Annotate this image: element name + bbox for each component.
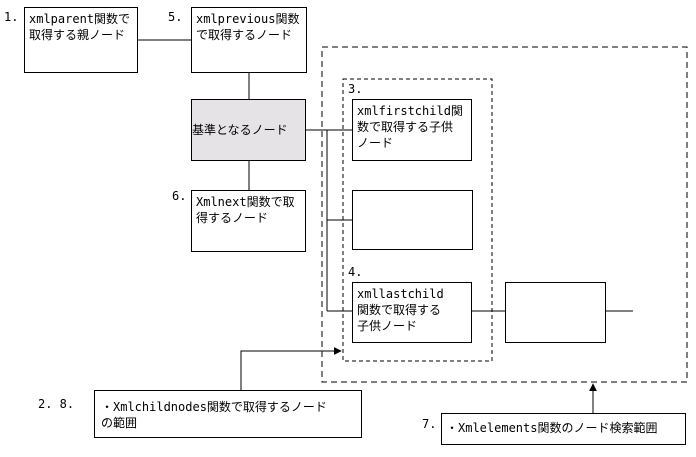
parent-node-box: xmlparent関数で 取得する親ノード: [24, 7, 138, 73]
lastchild-node-box: xmllastchild 関数で取得する 子供ノード: [352, 282, 472, 343]
next-number: 6.: [172, 189, 187, 203]
elements-number: 7.: [422, 417, 437, 431]
sibling-node-box: [505, 282, 606, 343]
childnodes-number: 2. 8.: [38, 397, 75, 411]
previous-node-box: xmlprevious関数 で取得するノード: [191, 7, 307, 73]
elements-search-range: [321, 46, 688, 383]
childnodes-arrow: [240, 347, 342, 390]
next-node-box: Xmlnext関数で取 得するノード: [191, 190, 306, 252]
previous-number: 5.: [168, 10, 183, 24]
middle-child-node-box: [352, 190, 473, 250]
parent-number: 1.: [4, 10, 19, 24]
childnodes-note-box: ・Xmlchildnodes関数で取得するノード の範囲: [94, 390, 362, 438]
lastchild-number: 4.: [348, 265, 363, 279]
elements-note-box: ・Xmlelements関数のノード検索範囲: [441, 413, 686, 445]
firstchild-node-box: xmlfirstchild関 数で取得する子供 ノード: [352, 99, 472, 161]
base-node-box: 基準となるノード: [191, 99, 306, 161]
firstchild-number: 3.: [348, 82, 363, 96]
